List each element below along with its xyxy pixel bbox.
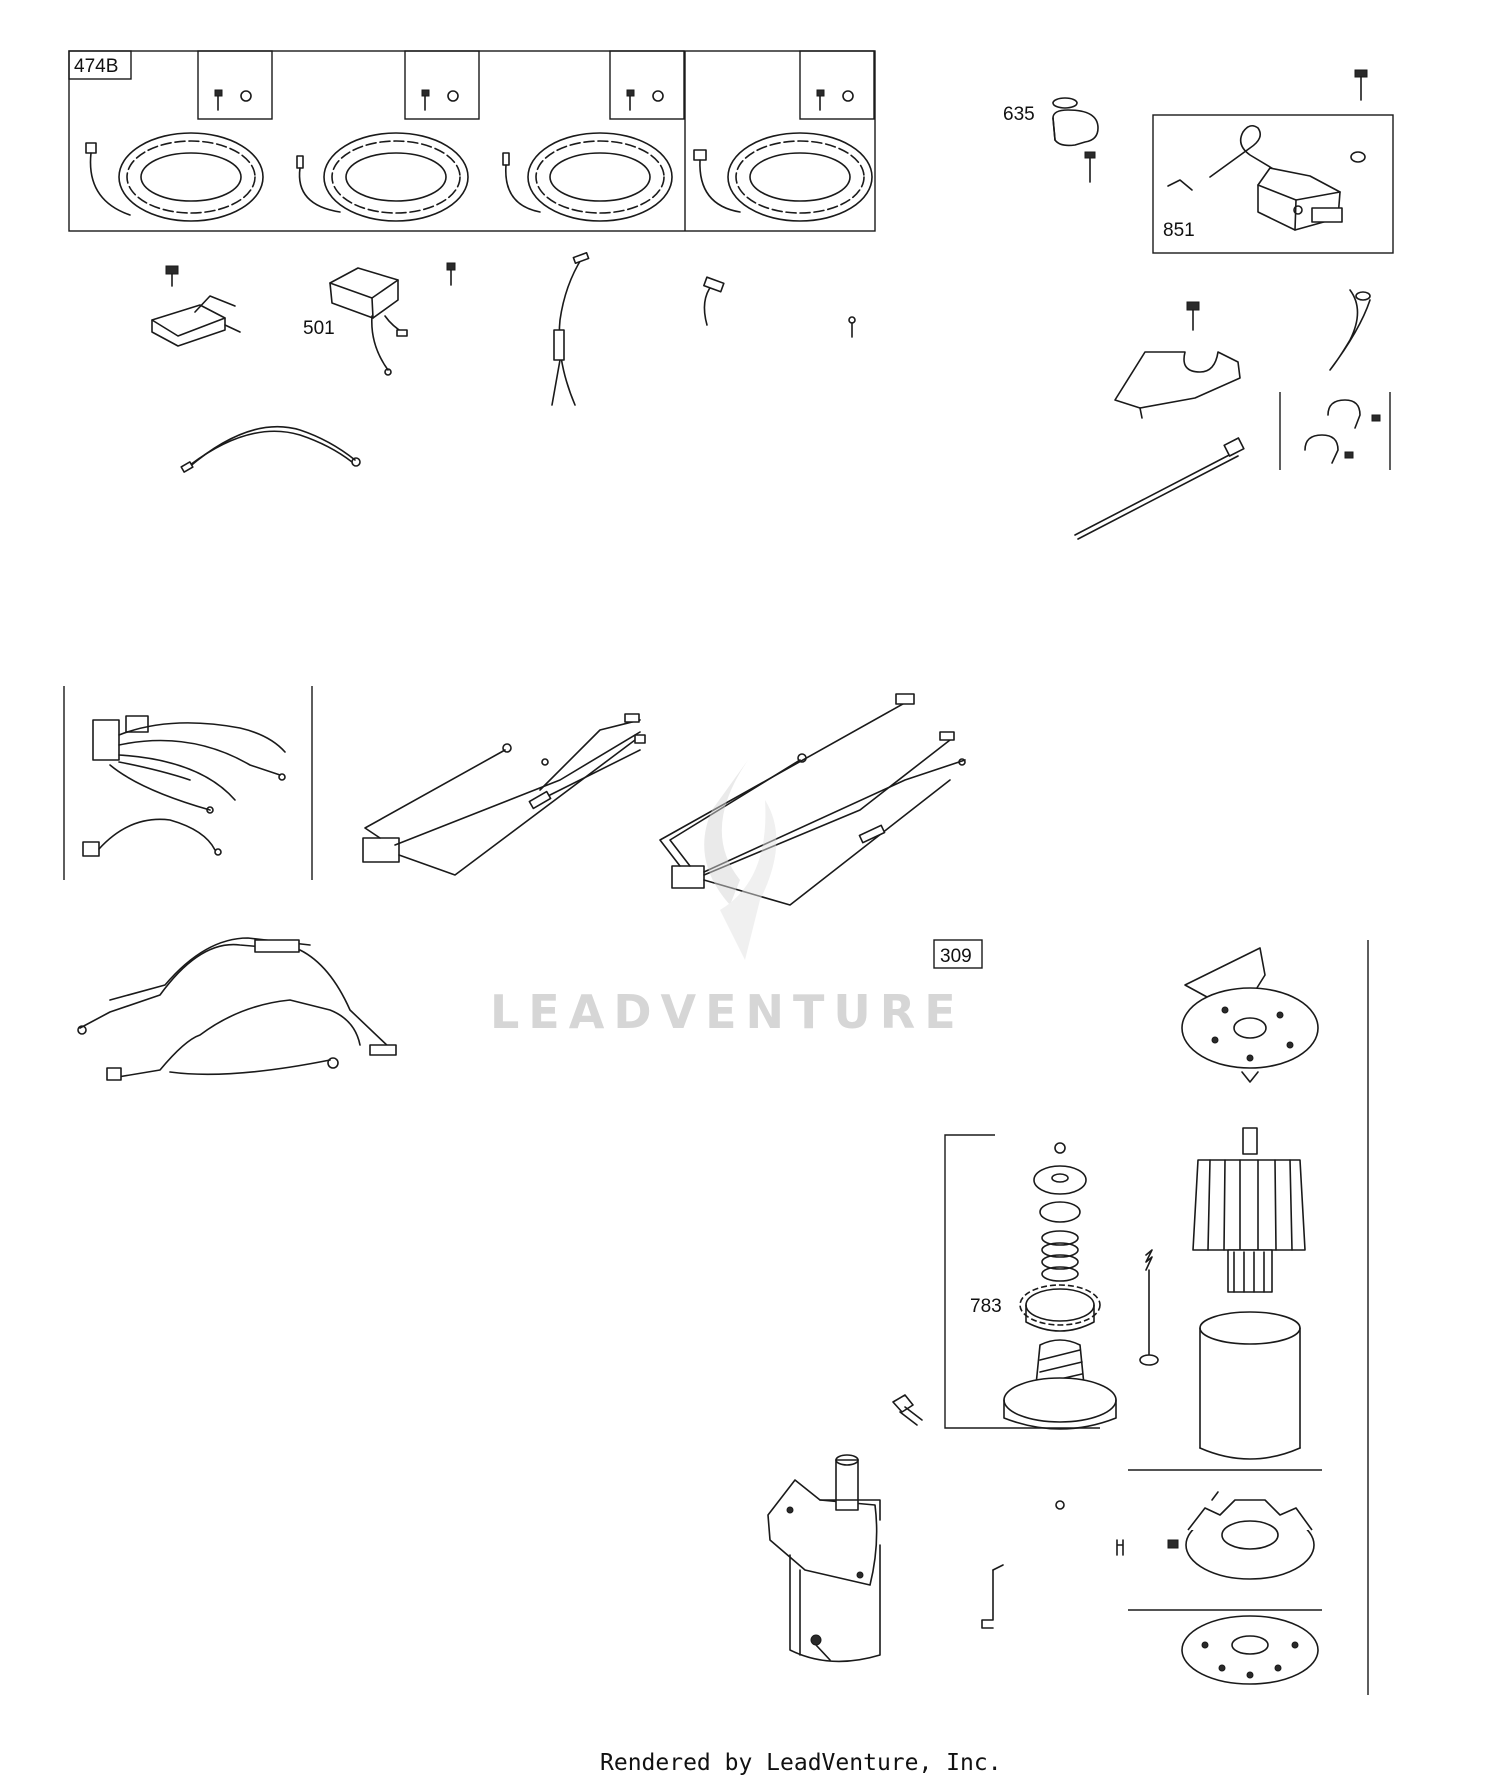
screw-icon	[1354, 69, 1368, 101]
callout-635[interactable]: 635	[1003, 104, 1035, 125]
motor-housing	[1128, 1311, 1322, 1471]
cable-tie	[1074, 437, 1245, 540]
spring-icon	[1041, 1230, 1079, 1282]
callout-501[interactable]: 501	[303, 318, 335, 339]
stator-kit-group: 474B	[68, 50, 876, 232]
watermark-text: LEADVENTURE	[490, 985, 965, 1039]
stator-coil-icon	[118, 132, 873, 222]
brush-plate	[1128, 1491, 1322, 1611]
regulator: 501	[303, 267, 408, 376]
harness-lower-left	[77, 937, 397, 1081]
callout-309[interactable]: 309	[940, 946, 972, 967]
pinion-gear-icon	[1019, 1284, 1101, 1332]
starter-motor-icon	[767, 1454, 881, 1663]
rectifier-bracket	[151, 265, 241, 347]
through-bolt	[1139, 1249, 1159, 1366]
screw-icon	[214, 89, 825, 111]
footer-credit: Rendered by LeadVenture, Inc.	[600, 1750, 1002, 1776]
clip-pair	[1279, 392, 1391, 470]
end-cap-top	[1181, 947, 1319, 1083]
wire-loop	[1329, 289, 1371, 371]
washer-icon	[240, 90, 854, 102]
harness-set-left	[63, 686, 313, 880]
connector-lead	[703, 276, 725, 326]
mounting-bolt	[892, 1394, 923, 1426]
harness-center	[362, 713, 646, 876]
screw-icon	[446, 262, 456, 286]
bracket-assembly: 851	[1152, 114, 1394, 254]
wire-harness-icon	[551, 251, 590, 406]
shield-plate	[1114, 301, 1241, 419]
callout-783[interactable]: 783	[970, 1296, 1002, 1317]
starter-group: 309	[933, 939, 1369, 1695]
end-plate-bottom	[1181, 1615, 1319, 1685]
callout-474B[interactable]: 474B	[74, 56, 118, 77]
watermark-logo	[704, 760, 777, 960]
starter-drive: 783	[944, 1134, 1117, 1430]
ground-wire	[180, 425, 361, 473]
harness-right	[659, 693, 966, 906]
stator-lead-wires	[85, 142, 741, 216]
small-hardware	[981, 1500, 1124, 1629]
fuel-solenoid-cap: 635	[1003, 97, 1099, 183]
callout-851[interactable]: 851	[1163, 220, 1195, 241]
screw-icon	[848, 316, 856, 338]
armature	[1192, 1127, 1306, 1293]
